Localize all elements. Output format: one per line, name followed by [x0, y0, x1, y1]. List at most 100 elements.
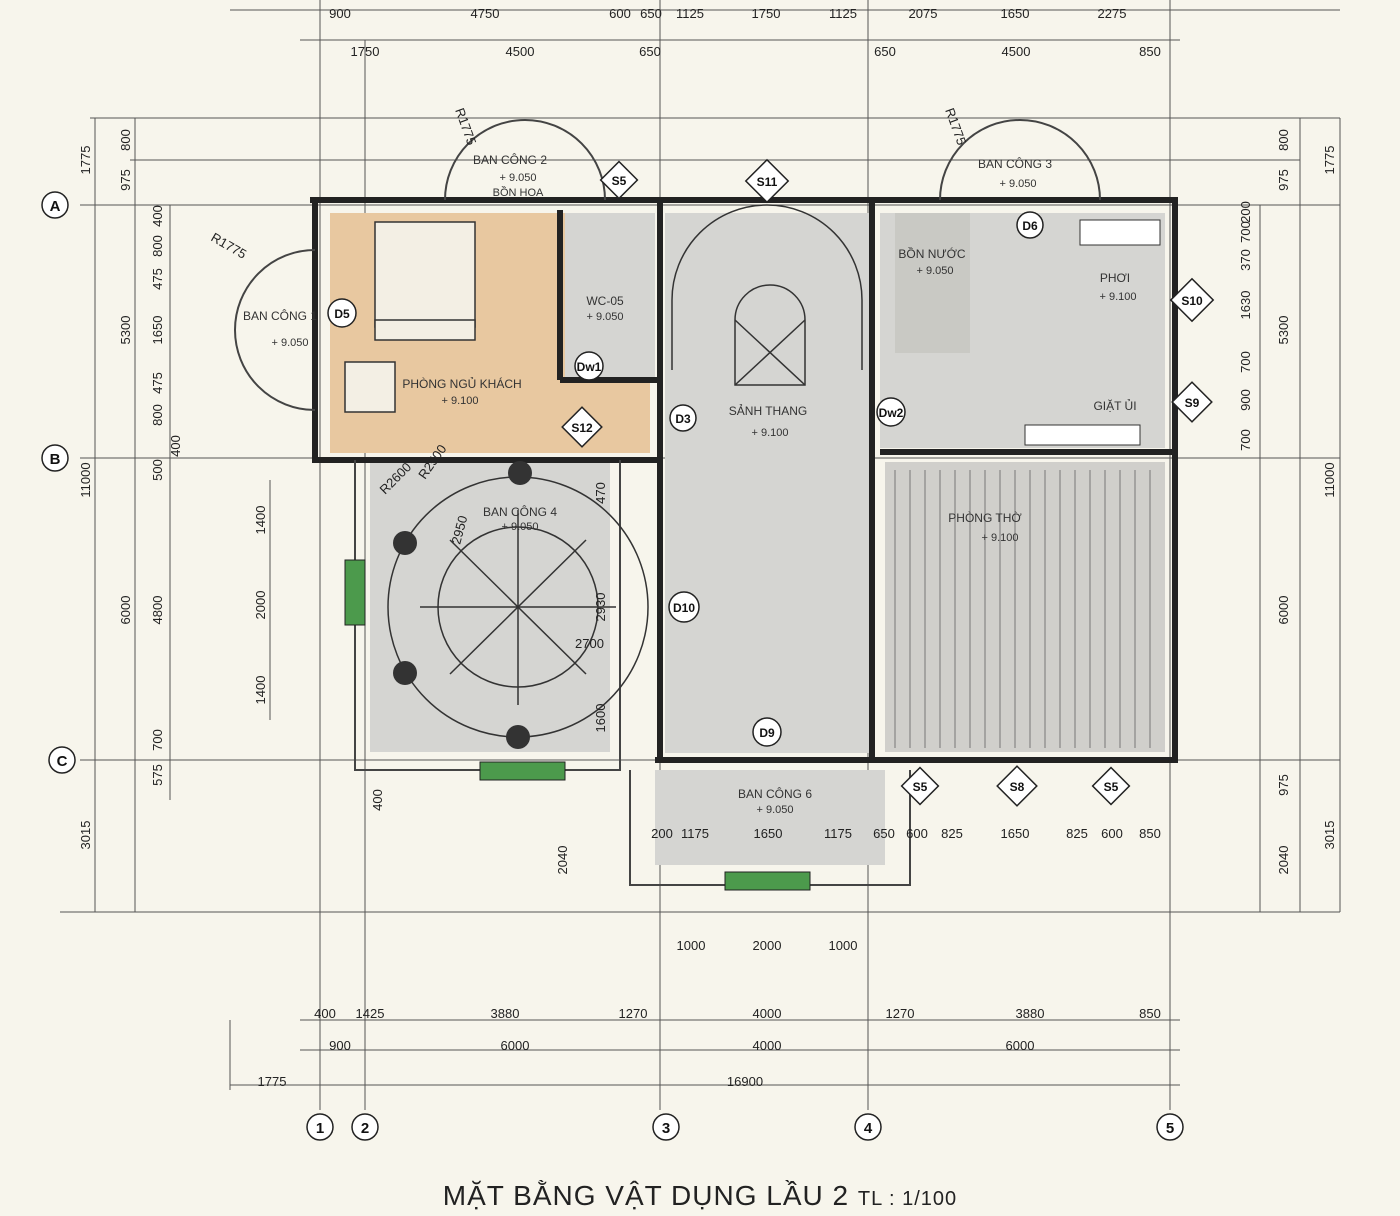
- dim-left-inner: 475: [150, 372, 165, 394]
- room-ban-cong-3: BAN CÔNG 3: [978, 156, 1052, 171]
- tag-d10: D10: [673, 601, 695, 615]
- room-ban-cong-2: BAN CÔNG 2: [473, 152, 547, 167]
- stair: [671, 204, 863, 386]
- dim-porch-lower: 1000: [829, 938, 858, 953]
- axis-c-bubble: [48, 746, 76, 774]
- armchair: [344, 361, 396, 413]
- dim-bottom1: 850: [1139, 1006, 1161, 1021]
- tag-s5: S5: [913, 780, 928, 794]
- dim-left-inner: 4800: [150, 596, 165, 625]
- dim-bottom2: 4000: [753, 1038, 782, 1053]
- tag-d10-circle: [668, 591, 700, 623]
- axis-2-label: 2: [361, 1120, 369, 1137]
- level-phong-tho: + 9.100: [981, 532, 1018, 544]
- dim-left-inner: 500: [150, 459, 165, 481]
- planter-left: [344, 559, 366, 626]
- dim-bottom3: 1775: [258, 1074, 287, 1089]
- dim-right-outer: 3015: [1322, 821, 1337, 850]
- tag-dw2-circle: [876, 397, 906, 427]
- tag-s8: S8: [1010, 780, 1025, 794]
- dim-porch: 1175: [824, 826, 852, 841]
- dim-left-inner: 2040: [555, 846, 570, 875]
- dim-left-inner: 400: [168, 435, 183, 457]
- level-ban-cong-2: + 9.050: [499, 172, 536, 184]
- dim-left-inner: 975: [118, 169, 133, 191]
- planter-bottom: [479, 761, 566, 781]
- dim-right-inner: 700: [1238, 429, 1253, 451]
- room-giat: GIẶT ỦI: [1093, 398, 1136, 413]
- washers: [1079, 219, 1161, 246]
- dim-right-inner: 370: [1238, 249, 1253, 271]
- dim-left-outer: 3015: [78, 821, 93, 850]
- axis-4-label: 4: [864, 1120, 873, 1137]
- room-bon-nuoc: BỒN NƯỚC: [898, 246, 966, 261]
- dim-balcony-right: 2930: [593, 593, 608, 622]
- axis-a-label: A: [50, 198, 61, 215]
- axis-b-bubble: [41, 444, 69, 472]
- dim-balcony-right: 470: [593, 482, 608, 504]
- room-wc: WC-05: [586, 294, 624, 308]
- axis-2-bubble: [351, 1113, 379, 1141]
- dim-left-inner: 400: [150, 205, 165, 227]
- dim-top2: 4500: [506, 44, 535, 59]
- dim-right-inner: 2040: [1276, 846, 1291, 875]
- dim-left-inner: 400: [370, 789, 385, 811]
- dim-bottom2: 6000: [1006, 1038, 1035, 1053]
- dim-left-inner: 800: [150, 404, 165, 426]
- dim-top1: 650: [640, 6, 662, 21]
- room-ban-cong-6: BAN CÔNG 6: [738, 786, 812, 801]
- axis-3-bubble: [652, 1113, 680, 1141]
- dim-bottom1: 3880: [1016, 1006, 1045, 1021]
- dim-porch: 1650: [1001, 826, 1030, 841]
- axis-5-label: 5: [1166, 1120, 1174, 1137]
- dim-right-inner: 1630: [1238, 291, 1253, 320]
- level-ban-cong-6: + 9.050: [756, 804, 793, 816]
- axis-5-bubble: [1156, 1113, 1184, 1141]
- title-text: MẶT BẰNG VẬT DỤNG LẦU 2: [442, 1180, 850, 1211]
- room-sanh: SẢNH THANG: [729, 403, 807, 418]
- dim-balcony-left: 2000: [253, 591, 268, 620]
- level-sanh: + 9.100: [751, 427, 788, 439]
- dim-porch: 200: [651, 826, 673, 841]
- dim-bottom2: 900: [329, 1038, 351, 1053]
- radius-label: R1775: [942, 106, 969, 147]
- tag-s10-diamond: [1169, 277, 1215, 323]
- dim-top1: 1125: [829, 6, 857, 21]
- dim-balcony-right: 1600: [593, 704, 608, 733]
- level-ban-cong-1: + 9.050: [271, 337, 308, 349]
- dim-top2: 4500: [1002, 44, 1031, 59]
- room-phoi: PHƠI: [1100, 271, 1130, 285]
- dim-top1: 4750: [471, 6, 500, 21]
- radius-label: R1775: [452, 106, 479, 147]
- axis-b-label: B: [50, 451, 61, 468]
- room-ban-cong-1: BAN CÔNG 1: [243, 308, 317, 323]
- dim-top1: 1125: [676, 6, 704, 21]
- tag-d9: D9: [759, 726, 775, 740]
- dim-top1: 2075: [909, 6, 938, 21]
- dim-porch: 600: [1101, 826, 1123, 841]
- dim-porch-lower: 2000: [753, 938, 782, 953]
- dim-left-inner: 475: [150, 268, 165, 290]
- axis-a-bubble: [41, 191, 69, 219]
- tag-dw1-circle: [574, 351, 604, 381]
- dim-right-inner: 200: [1238, 201, 1253, 223]
- dim-bottom2: 6000: [501, 1038, 530, 1053]
- dim-porch: 825: [1066, 826, 1088, 841]
- dim-top2: 650: [639, 44, 661, 59]
- level-wc: + 9.050: [586, 311, 623, 323]
- tag-s5: S5: [612, 174, 627, 188]
- dim-bottom1: 1425: [356, 1006, 385, 1021]
- laundry-counter: [1024, 424, 1141, 446]
- dim-right-inner: 800: [1276, 129, 1291, 151]
- dim-left-outer: 11000: [78, 462, 93, 497]
- dim-left-inner: 800: [150, 235, 165, 257]
- dim-top1: 900: [329, 6, 351, 21]
- walls: [310, 197, 1178, 763]
- bed: [374, 221, 476, 328]
- tag-s12-diamond: [561, 406, 603, 448]
- level-ban-cong-3: + 9.050: [999, 178, 1036, 190]
- tag-s11: S11: [757, 175, 778, 189]
- axis-4-bubble: [854, 1113, 882, 1141]
- room-phong-tho: PHÒNG THỜ: [948, 510, 1022, 525]
- radius-label: 2700: [575, 636, 604, 651]
